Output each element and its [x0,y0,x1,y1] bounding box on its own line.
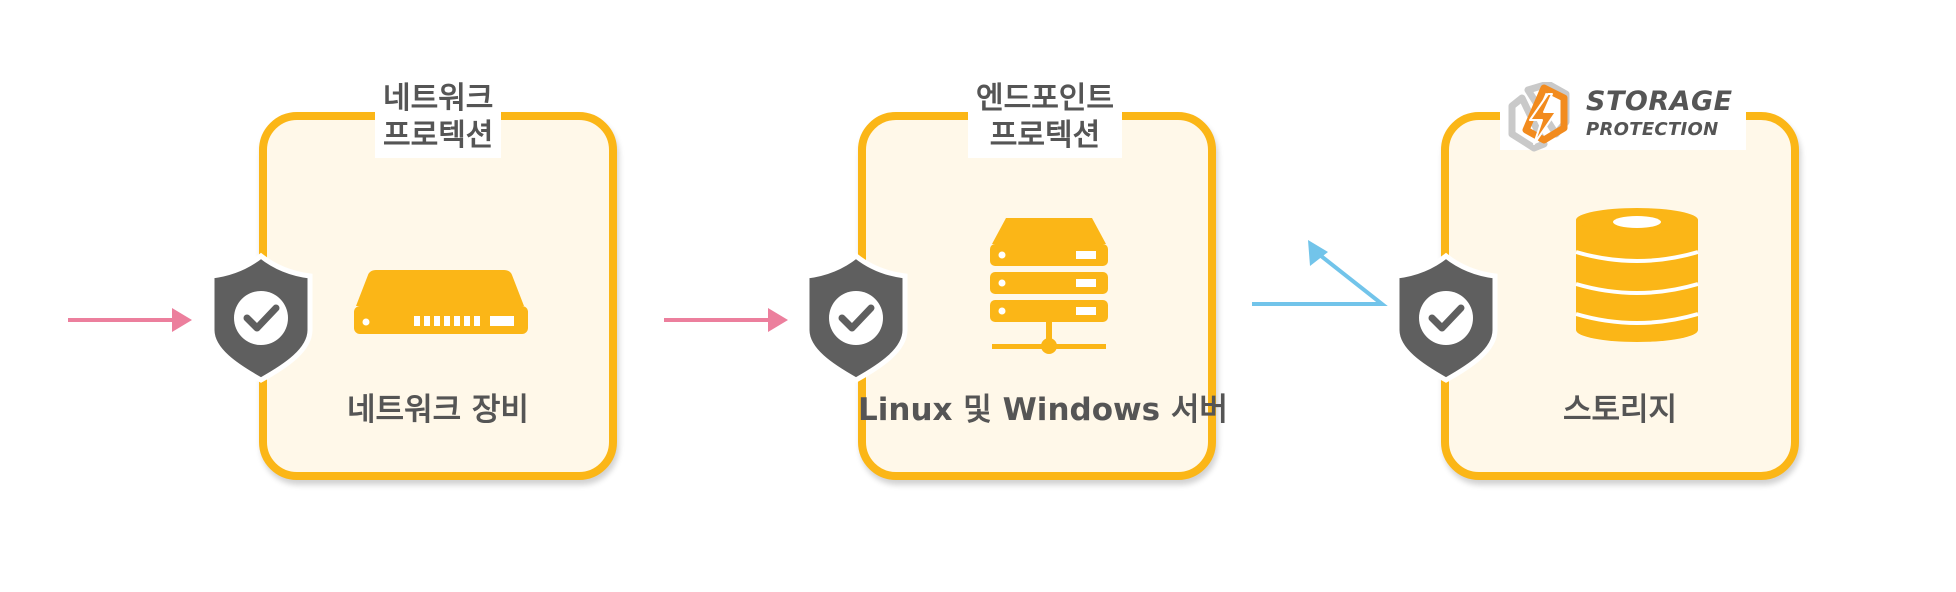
arrow-from-storage-panel [1252,240,1388,306]
title-line: 네트워크 [383,81,494,116]
network-appliance-icon [354,270,528,334]
network-equipment-caption: 네트워크 장비 [347,392,529,428]
arrow-to-network-panel [68,308,192,332]
title-line: 프로텍션 [989,118,1101,153]
network-protection-title: 네트워크 프로텍션 [375,78,502,158]
shield-check-icon [209,252,313,383]
database-icon [1575,208,1699,342]
endpoint-protection-title: 엔드포인트 프로텍션 [968,78,1122,158]
title-line: 프로텍션 [383,118,494,153]
shield-check-icon [1394,252,1498,383]
storage-caption: 스토리지 [1562,392,1678,428]
server-rack-icon [990,218,1108,354]
shield-check-icon [804,252,908,383]
wordmark-line: PROTECTION [1586,119,1719,140]
servers-caption: Linux 및 Windows 서버 [858,392,1228,428]
title-line: 엔드포인트 [976,81,1114,116]
storage-protection-lightning-logo [1508,82,1570,152]
storage-protection-wordmark: STORAGE PROTECTION [1586,86,1733,142]
storage-protection-title: STORAGE PROTECTION [1500,82,1746,152]
wordmark-line: STORAGE [1586,86,1733,117]
arrow-to-endpoint-panel [664,308,788,332]
